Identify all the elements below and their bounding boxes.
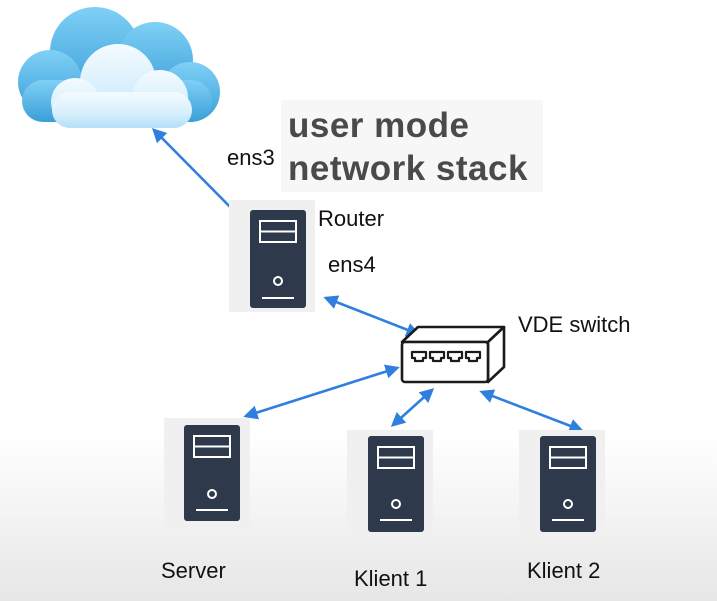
router-icon: [229, 200, 315, 312]
cloud-icon: [18, 7, 220, 128]
link-router-switch: [323, 295, 421, 337]
vde-switch-icon: [400, 325, 506, 384]
link-switch-klient1: [390, 388, 435, 427]
server-icon: [164, 418, 250, 528]
heading-line-2: network stack: [288, 149, 528, 188]
heading-background: [281, 100, 543, 192]
heading-line-1: user mode: [288, 106, 470, 145]
link-switch-server: [243, 364, 400, 420]
label-vde-switch: VDE switch: [518, 312, 631, 337]
label-router: Router: [318, 206, 385, 231]
label-klient2: Klient 2: [527, 558, 601, 583]
label-server: Server: [161, 558, 226, 583]
label-ens4: ens4: [328, 252, 376, 277]
klient1-icon: [347, 430, 433, 536]
label-klient1: Klient 1: [354, 566, 428, 591]
klient2-icon: [519, 430, 605, 536]
label-ens3: ens3: [227, 145, 275, 170]
link-switch-klient2: [479, 389, 584, 433]
